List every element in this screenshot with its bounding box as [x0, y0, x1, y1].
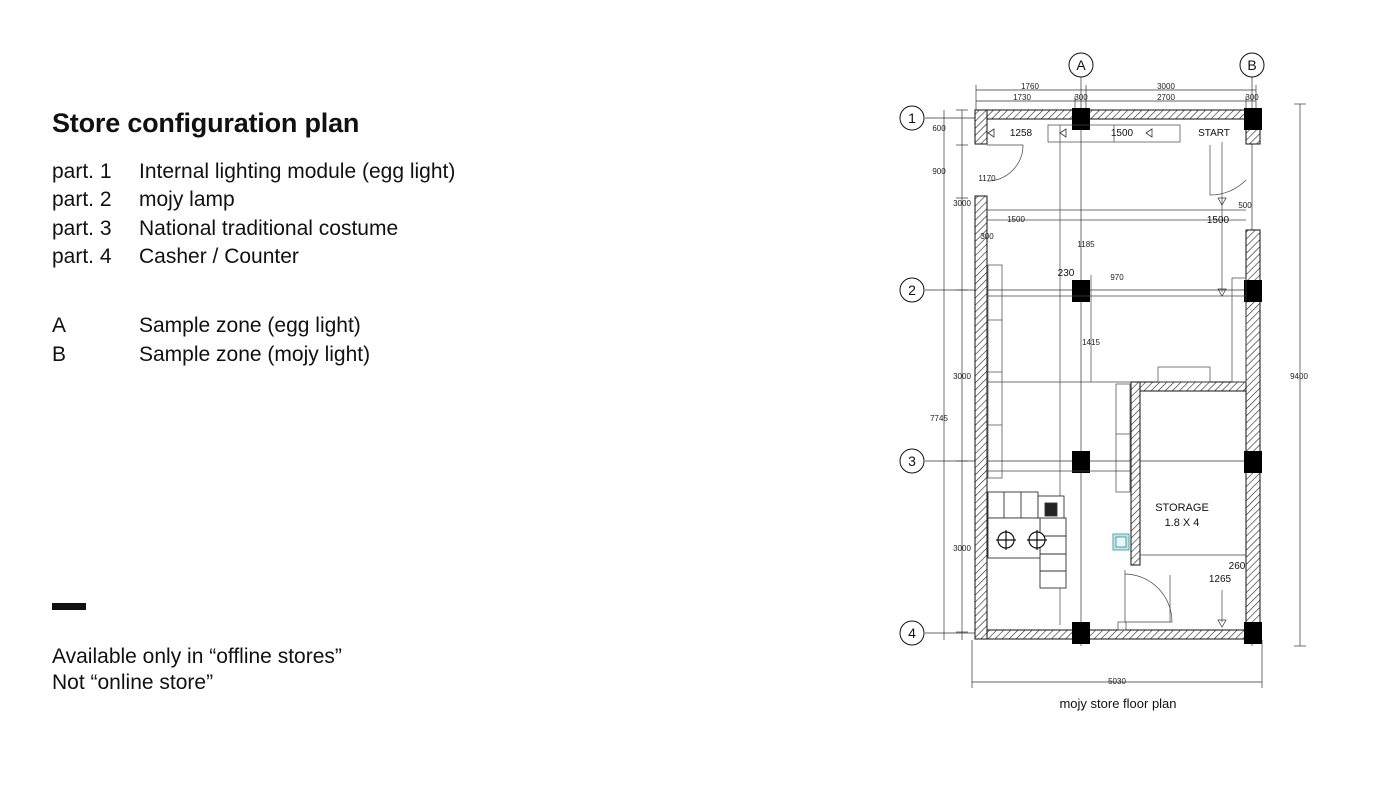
start-label: START	[1198, 128, 1230, 139]
dimension-label: 3000	[1157, 82, 1175, 91]
availability-line-1: Available only in “offline stores”	[52, 645, 342, 668]
grid-bubbles	[899, 52, 1265, 646]
plant-icon	[1112, 533, 1130, 551]
dimension-label: 1170	[978, 174, 996, 183]
zone-label: A	[52, 313, 67, 337]
dimension-label: 1500	[1007, 215, 1025, 224]
list-item: B Sample zone (mojy light)	[52, 341, 370, 371]
list-item: part. 1 Internal lighting module (egg li…	[52, 158, 455, 186]
walls	[974, 109, 1261, 640]
dimension-label: 2700	[1157, 93, 1175, 102]
dimension-label: 5030	[1108, 677, 1126, 686]
floor-plan: A B 1 2 3 4 1760 3000 1730 300 2700 300 …	[899, 52, 1308, 688]
dimension-label: 7745	[930, 414, 948, 423]
grid-label-4: 4	[908, 625, 916, 641]
grid-label-a: A	[1076, 57, 1086, 73]
part-text: Casher / Counter	[139, 245, 299, 269]
dimension-label: 1258	[1010, 128, 1033, 139]
dimension-label: 300	[1245, 93, 1259, 102]
dimension-label: 260	[1229, 561, 1246, 572]
dimension-label: 1500	[1207, 215, 1230, 226]
dimension-label: 230	[1058, 268, 1075, 279]
dimension-label: 500	[1238, 201, 1252, 210]
zone-text: Sample zone (mojy light)	[139, 343, 371, 367]
dimension-label: 900	[932, 167, 946, 176]
sink-icon	[996, 530, 1047, 550]
dimension-label: 1760	[1021, 82, 1039, 91]
part-label: part. 1	[52, 160, 112, 184]
dimension-label: 3000	[953, 199, 971, 208]
list-item: part. 3 National traditional costume	[52, 215, 455, 243]
zone-label: B	[52, 343, 67, 367]
dimension-lines	[943, 85, 1306, 688]
dimension-label: 3000	[953, 544, 971, 553]
part-text: mojy lamp	[139, 188, 235, 212]
zone-text: Sample zone (egg light)	[139, 313, 361, 337]
dimension-label: 1185	[1077, 240, 1095, 249]
part-label: part. 3	[52, 216, 112, 240]
grid-label-2: 2	[908, 282, 916, 298]
dimension-label: 300	[980, 232, 994, 241]
plan-caption: mojy store floor plan	[1059, 696, 1177, 711]
dimension-label: 1500	[1111, 128, 1134, 139]
parts-list: part. 1 Internal lighting module (egg li…	[52, 158, 455, 271]
dimension-label: 970	[1110, 273, 1124, 282]
availability-line-2: Not “online store”	[52, 671, 214, 694]
part-text: National traditional costume	[139, 216, 399, 240]
availability-note: Available only in “offline stores” Not “…	[52, 644, 342, 696]
structural-columns	[1072, 108, 1262, 644]
divider-bar	[52, 603, 86, 610]
dimension-label: 9400	[1290, 372, 1308, 381]
zones-list: A Sample zone (egg light) B Sample zone …	[52, 311, 370, 370]
part-label: part. 2	[52, 188, 112, 212]
dimension-label: 300	[1074, 93, 1088, 102]
dimension-label: 1415	[1082, 338, 1100, 347]
grid-label-b: B	[1247, 57, 1256, 73]
part-text: Internal lighting module (egg light)	[139, 160, 456, 184]
list-item: A Sample zone (egg light)	[52, 311, 370, 341]
grid-label-3: 3	[908, 453, 916, 469]
dimension-label: 1730	[1013, 93, 1031, 102]
page-title: Store configuration plan	[52, 108, 360, 138]
dimension-label: 600	[932, 124, 946, 133]
part-label: part. 4	[52, 245, 112, 269]
list-item: part. 4 Casher / Counter	[52, 243, 455, 271]
dimension-label: 3000	[953, 372, 971, 381]
room-label: STORAGE	[1155, 502, 1209, 514]
dimension-label: 1265	[1209, 574, 1232, 585]
list-item: part. 2 mojy lamp	[52, 186, 455, 214]
arrow-markers	[987, 128, 1153, 138]
room-size: 1.8 X 4	[1165, 517, 1200, 529]
grid-label-1: 1	[908, 110, 916, 126]
